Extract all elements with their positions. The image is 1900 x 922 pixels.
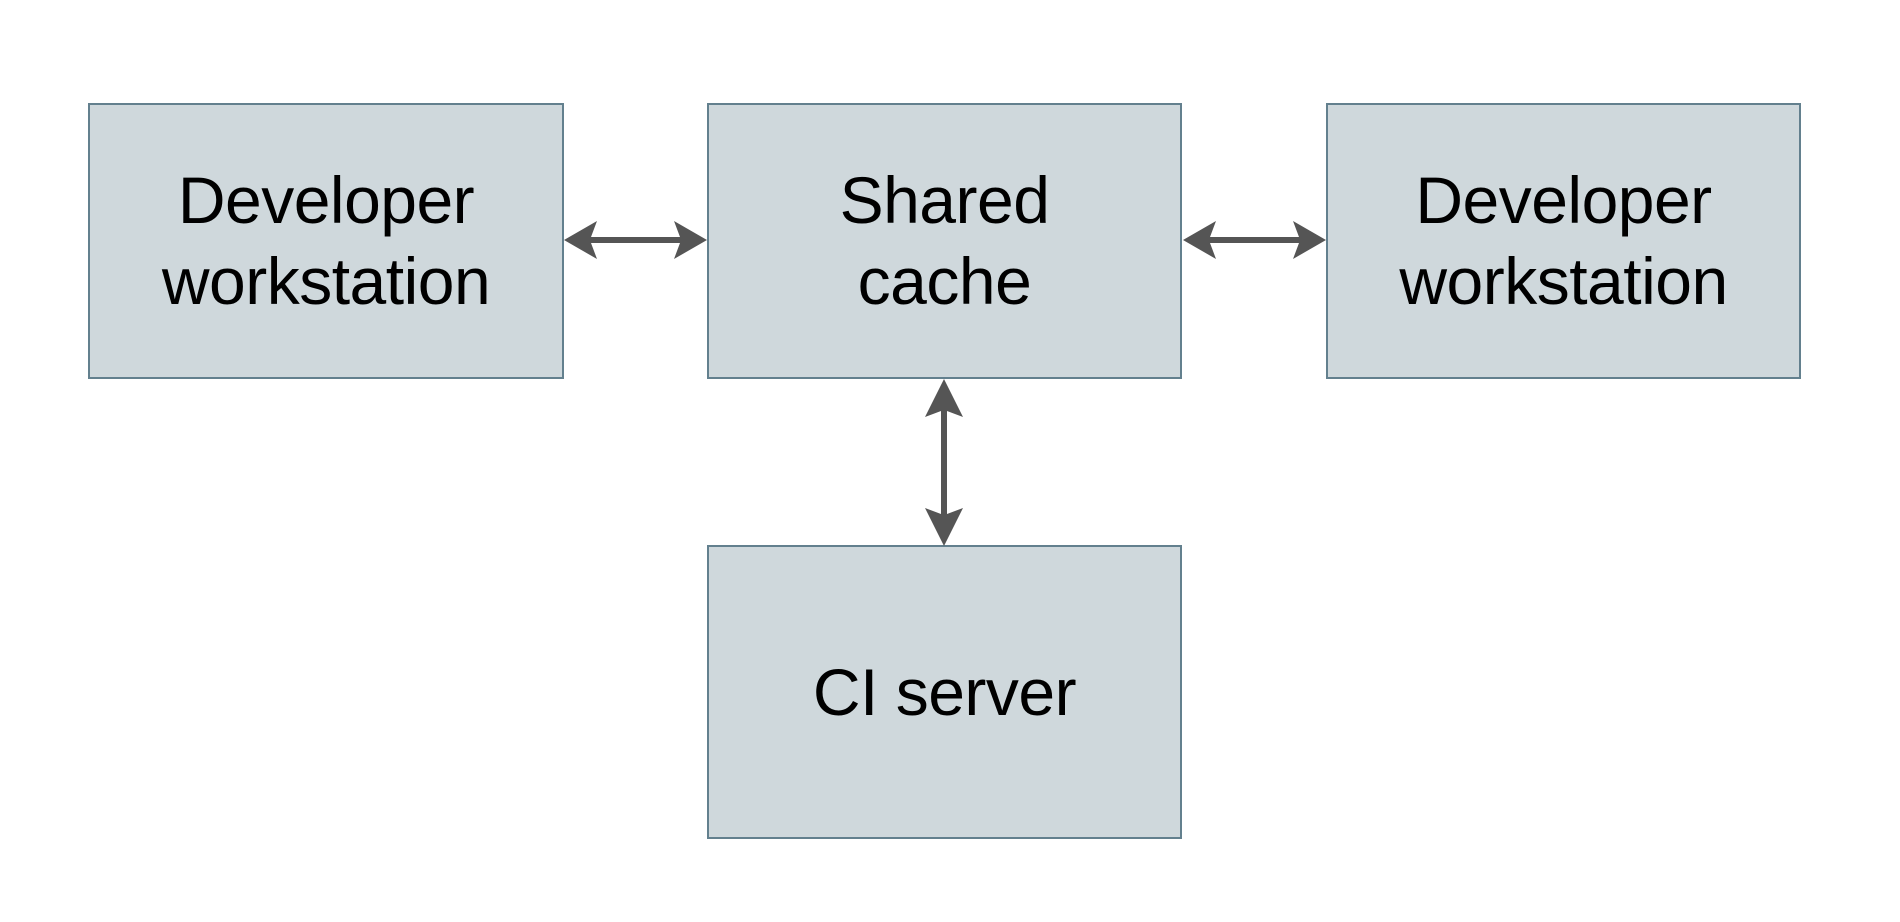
node-developer-workstation-right[interactable]: Developer workstation <box>1326 103 1801 379</box>
node-label-developer-workstation-left: Developer workstation <box>161 163 491 318</box>
node-label-developer-workstation-right: Developer workstation <box>1399 163 1728 318</box>
node-developer-workstation-left[interactable]: Developer workstation <box>88 103 564 379</box>
node-ci-server[interactable]: CI server <box>707 545 1182 839</box>
double-arrow-horizontal-icon <box>564 221 707 259</box>
node-shared-cache[interactable]: Shared cache <box>707 103 1182 379</box>
edge-shared-cache-to-developer-workstation-right <box>1183 214 1326 266</box>
node-label-shared-cache: Shared cache <box>839 163 1050 318</box>
double-arrow-horizontal-icon <box>1183 221 1326 259</box>
double-arrow-vertical-icon <box>925 379 963 546</box>
edge-shared-cache-to-ci-server <box>918 379 970 546</box>
node-label-ci-server: CI server <box>812 654 1077 729</box>
edge-developer-workstation-left-to-shared-cache <box>564 214 707 266</box>
